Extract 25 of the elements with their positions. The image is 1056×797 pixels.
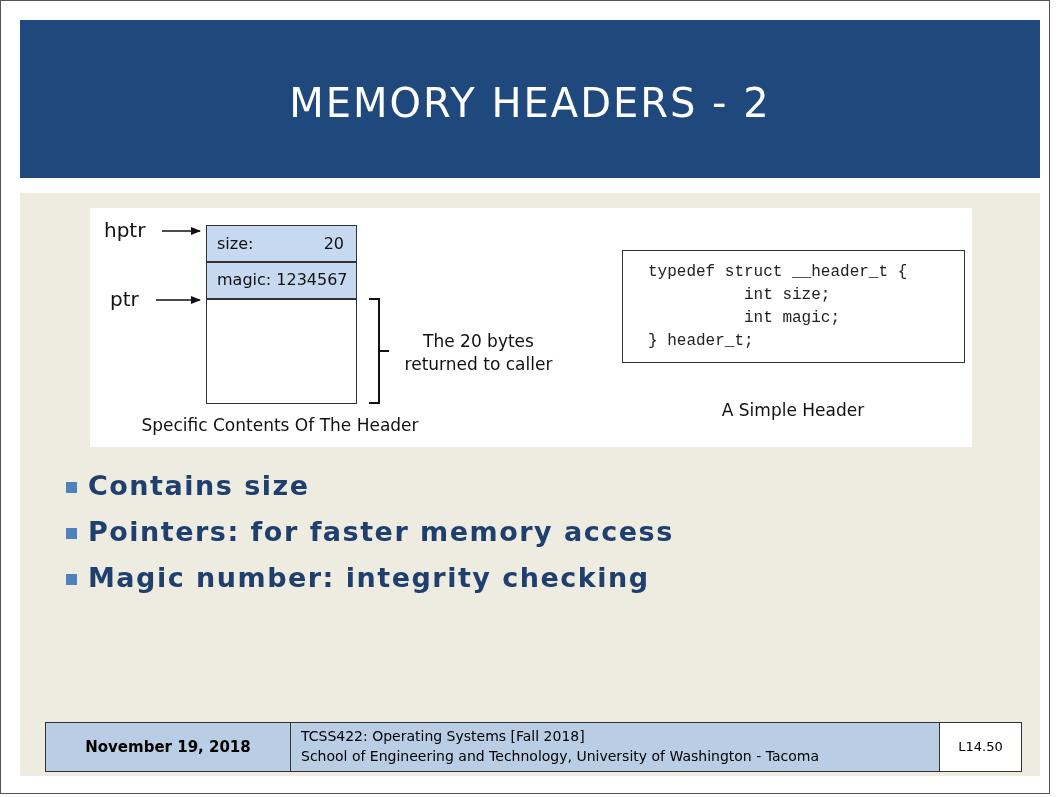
arrow (155, 296, 201, 304)
footer-date: November 19, 2018 (45, 722, 291, 772)
field-name: size: (217, 234, 254, 253)
slide-title: MEMORY HEADERS - 2 (288, 80, 772, 126)
arrow (161, 227, 201, 235)
code-line: int magic; (744, 309, 840, 327)
footer-text: School of Engineering and Technology, University of Washington - Tacoma (301, 748, 819, 764)
code-line: } header_t; (648, 332, 754, 350)
code-box (622, 250, 965, 363)
bullet-text: Contains size (88, 470, 310, 501)
field-value: 20 (323, 234, 344, 253)
bullet-text: Pointers: for faster memory access (88, 516, 674, 547)
header-field (206, 225, 357, 262)
pointer-label: hptr (104, 218, 148, 244)
annotation-text: The 20 bytes returned to caller (403, 330, 554, 376)
slide-number: L14.50 (939, 722, 1022, 772)
figure-caption: A Simple Header (720, 400, 866, 420)
bullet-text: Magic number: integrity checking (88, 562, 650, 593)
code-line: int size; (744, 286, 831, 304)
header-field: magic: 1234567 (206, 262, 357, 299)
payload-box (206, 299, 357, 404)
code-line: typedef struct __header_t { (648, 263, 908, 281)
pointer-label: ptr (110, 287, 142, 313)
figure-caption: Specific Contents Of The Header (140, 415, 420, 435)
footer-text: TCSS422: Operating Systems [Fall 2018] (301, 728, 585, 744)
